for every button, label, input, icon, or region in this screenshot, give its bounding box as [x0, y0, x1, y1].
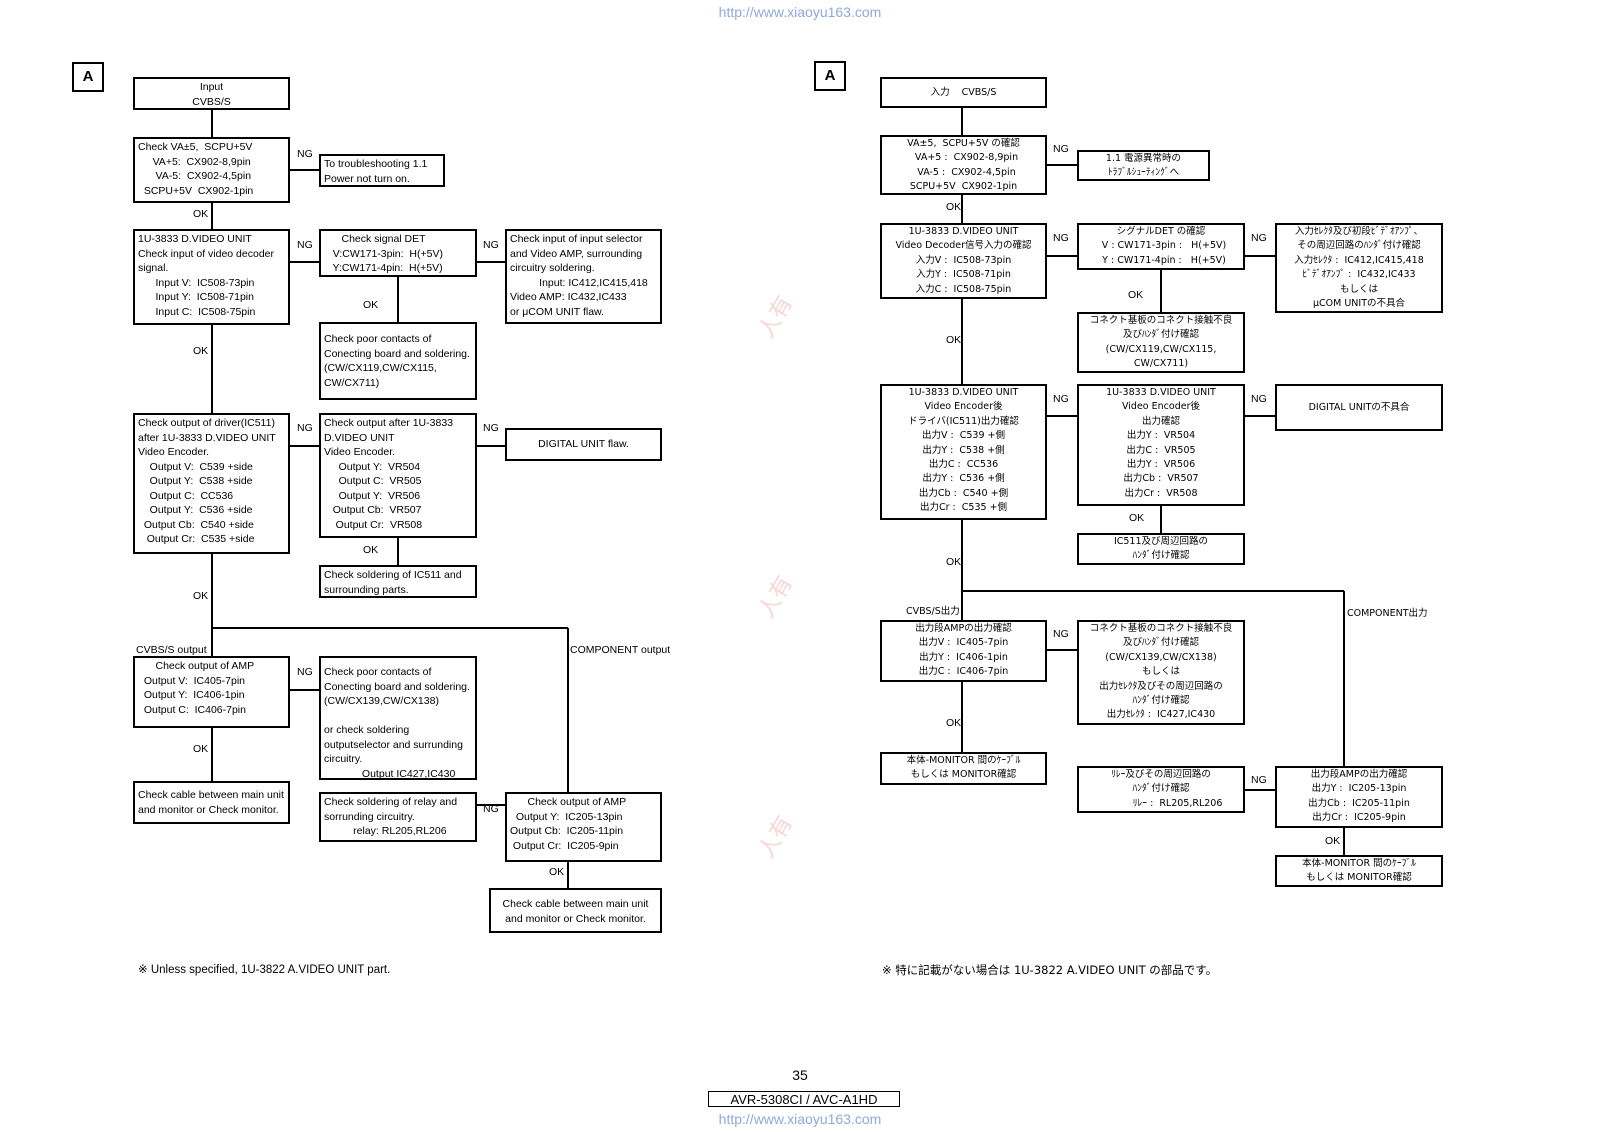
ok-label: OK	[193, 208, 209, 220]
ng-label: NG	[483, 422, 499, 434]
ng-label: NG	[483, 239, 499, 251]
ng-label: NG	[483, 803, 499, 815]
ok-label: OK	[946, 334, 962, 346]
cvbs-output-label-jp: CVBS/S出力	[906, 606, 960, 617]
panel-letter-right: A	[814, 61, 846, 91]
ng-label: NG	[297, 422, 313, 434]
ok-label: OK	[1128, 289, 1144, 301]
driver-output-box: Check output of driver(IC511) after 1U-3…	[133, 413, 290, 554]
component-output-label: COMPONENT output	[570, 644, 671, 656]
cable-check-box-1-jp: 本体-MONITOR 間のｹｰﾌﾞﾙ もしくは MONITOR確認	[880, 752, 1047, 785]
component-output-label-jp: COMPONENT出力	[1347, 608, 1428, 619]
input-selector-box-jp: 入力ｾﾚｸﾀ及び初段ﾋﾞﾃﾞｵｱﾝﾌﾟ、 その周辺回路のﾊﾝﾀﾞ付け確認 入力ｾ…	[1275, 223, 1443, 313]
decoder-input-box: 1U-3833 D.VIDEO UNIT Check input of vide…	[133, 229, 290, 325]
ng-label: NG	[1251, 232, 1267, 244]
power-troubleshoot-box-jp: 1.1 電源異常時の ﾄﾗﾌﾞﾙｼｭｰﾃｨﾝｸﾞへ	[1077, 150, 1210, 181]
cvbs-output-label: CVBS/S output	[136, 644, 207, 656]
ic511-soldering-box-jp: IC511及び周辺回路の ﾊﾝﾀﾞ付け確認	[1077, 533, 1245, 565]
poor-contacts-box-2: Check poor contacts of Conecting board a…	[319, 656, 477, 780]
poor-contacts-box-1: Check poor contacts of Conecting board a…	[319, 322, 477, 400]
decoder-input-box-jp: 1U-3833 D.VIDEO UNIT Video Decoder信号入力の確…	[880, 223, 1047, 299]
amp-output-box-1-jp: 出力段AMPの出力確認 出力V : IC405-7pin 出力Y : IC406…	[880, 620, 1047, 682]
input-selector-box: Check input of input selector and Video …	[505, 229, 662, 324]
ok-label: OK	[549, 866, 565, 878]
left-footnote: ※ Unless specified, 1U-3822 A.VIDEO UNIT…	[138, 964, 391, 976]
ng-label: NG	[297, 239, 313, 251]
ng-label: NG	[1053, 393, 1069, 405]
cable-check-box-1: Check cable between main unit and monito…	[133, 781, 290, 824]
amp-output-box-2: Check output of AMP Output Y: IC205-13pi…	[505, 792, 662, 862]
ok-label: OK	[1325, 835, 1341, 847]
input-box-jp: 入力 CVBS/S	[880, 77, 1047, 108]
ng-label: NG	[1251, 774, 1267, 786]
check-va-box: Check VA±5, SCPU+5V VA+5: CX902-8,9pin V…	[133, 137, 290, 203]
panel-letter-left: A	[72, 62, 104, 92]
after-unit-output-box: Check output after 1U-3833 D.VIDEO UNIT …	[319, 413, 477, 538]
ok-label: OK	[1129, 512, 1145, 524]
ng-label: NG	[297, 148, 313, 160]
signal-det-box-jp: シグナルDET の確認 V : CW171-3pin : H(+5V) Y : …	[1077, 223, 1245, 270]
ic511-soldering-box: Check soldering of IC511 and surrounding…	[319, 565, 477, 598]
cable-check-box-2-jp: 本体-MONITOR 間のｹｰﾌﾞﾙ もしくは MONITOR確認	[1275, 855, 1443, 887]
ok-label: OK	[193, 345, 209, 357]
digital-unit-box-jp: DIGITAL UNITの不具合	[1275, 384, 1443, 431]
cable-check-box-2: Check cable between main unit and monito…	[489, 888, 662, 933]
right-footnote: ※ 特に記載がない場合は 1U-3822 A.VIDEO UNIT の部品です。	[882, 963, 1218, 977]
ok-label: OK	[946, 201, 962, 213]
ok-label: OK	[193, 743, 209, 755]
model-name: AVR-5308CI / AVC-A1HD	[708, 1091, 900, 1107]
amp-output-box-2-jp: 出力段AMPの出力確認 出力Y : IC205-13pin 出力Cb : IC2…	[1275, 766, 1443, 828]
amp-output-box-1: Check output of AMP Output V: IC405-7pin…	[133, 656, 290, 728]
ok-label: OK	[363, 544, 379, 556]
page-number: 35	[792, 1067, 808, 1083]
ng-label: NG	[1053, 232, 1069, 244]
ok-label: OK	[946, 556, 962, 568]
power-troubleshoot-box: To troubleshooting 1.1 Power not turn on…	[319, 154, 445, 187]
header-url[interactable]: http://www.xiaoyu163.com	[718, 4, 882, 20]
relay-soldering-box-jp: ﾘﾚｰ及びその周辺回路の ﾊﾝﾀﾞ付け確認 ﾘﾚｰ : RL205,RL206	[1077, 766, 1245, 813]
check-va-box-jp: VA±5, SCPU+5V の確認 VA+5 : CX902-8,9pin VA…	[880, 135, 1047, 195]
poor-contacts-box-2-jp: コネクト基板のコネクト接触不良 及びﾊﾝﾀﾞ付け確認 (CW/CX139,CW/…	[1077, 620, 1245, 725]
relay-soldering-box: Check soldering of relay and sorrunding …	[319, 792, 477, 842]
ok-label: OK	[946, 717, 962, 729]
poor-contacts-box-1-jp: コネクト基板のコネクト接触不良 及びﾊﾝﾀﾞ付け確認 (CW/CX119,CW/…	[1077, 312, 1245, 373]
ok-label: OK	[363, 299, 379, 311]
driver-output-box-jp: 1U-3833 D.VIDEO UNIT Video Encoder後 ドライバ…	[880, 384, 1047, 520]
ng-label: NG	[1251, 393, 1267, 405]
footer-url[interactable]: http://www.xiaoyu163.com	[718, 1111, 882, 1127]
input-box: Input CVBS/S	[133, 77, 290, 110]
ok-label: OK	[193, 590, 209, 602]
ng-label: NG	[1053, 143, 1069, 155]
signal-det-box: Check signal DET V:CW171-3pin: H(+5V) Y:…	[319, 229, 477, 277]
after-unit-output-box-jp: 1U-3833 D.VIDEO UNIT Video Encoder後 出力確認…	[1077, 384, 1245, 506]
ng-label: NG	[297, 666, 313, 678]
digital-unit-box: DIGITAL UNIT flaw.	[505, 428, 662, 461]
ng-label: NG	[1053, 628, 1069, 640]
